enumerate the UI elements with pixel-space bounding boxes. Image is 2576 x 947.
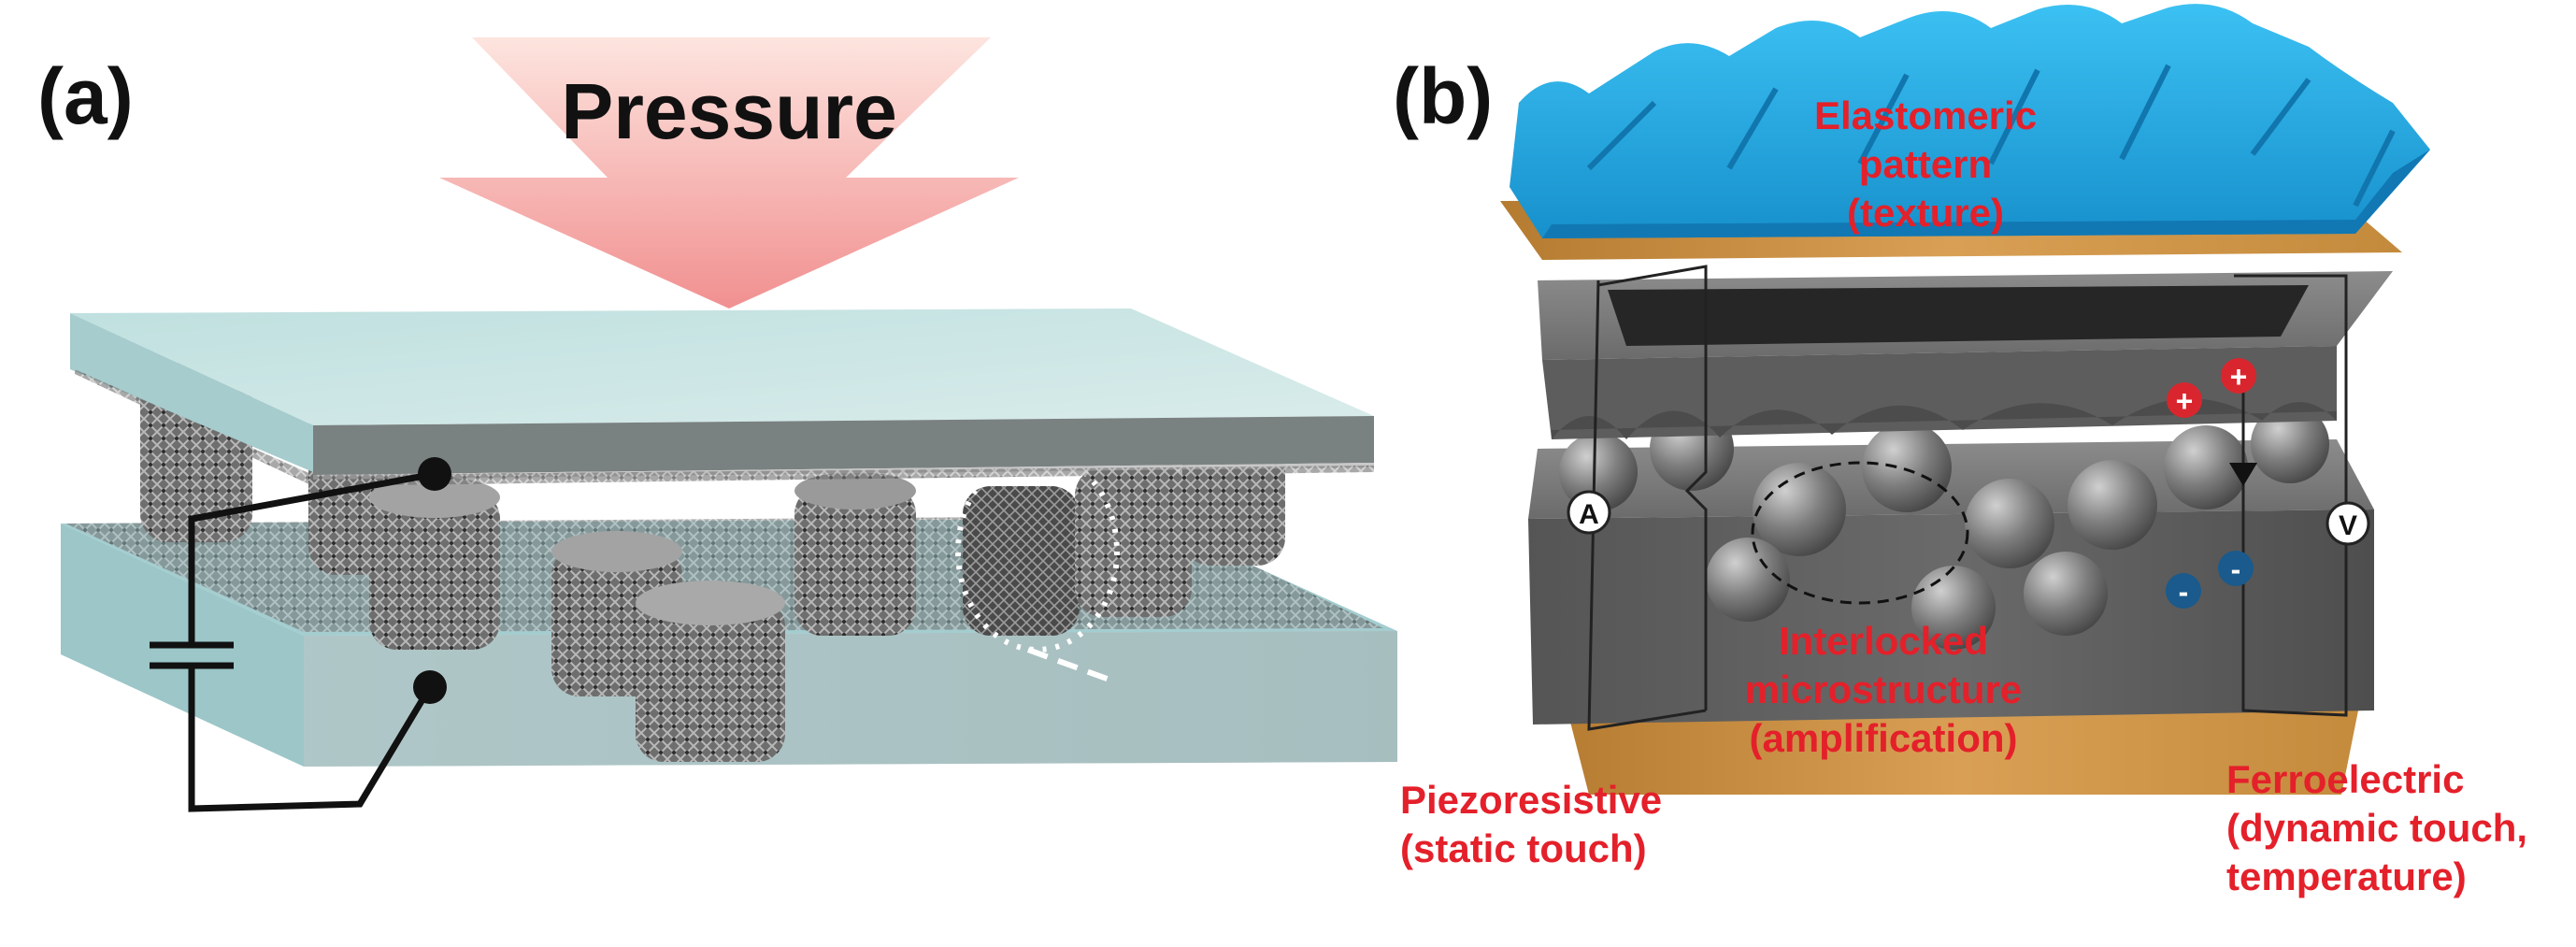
svg-text:-: -: [2179, 575, 2189, 609]
circuit: [150, 470, 436, 812]
interlocked-line-2: microstructure: [1744, 667, 2023, 711]
ferroelectric-line-2: (dynamic touch,: [2226, 806, 2528, 850]
pressure-label: Pressure: [561, 67, 897, 155]
micro-domes: [1559, 405, 2329, 650]
interlocked-microstructure-label: Interlocked microstructure (amplificatio…: [1724, 617, 2042, 763]
piezoresistive-line-2: (static touch): [1400, 826, 1647, 870]
piezoresistive-label: Piezoresistive (static touch): [1400, 776, 1662, 873]
elastomeric-pattern-line-1: Elastomeric pattern: [1813, 93, 2038, 186]
top-slab: [70, 308, 1374, 486]
ferroelectric-line-3: temperature): [2226, 854, 2467, 898]
upper-block: [1538, 271, 2393, 439]
bottom-electrode-contact: [413, 670, 447, 704]
negative-charge: -: [2218, 551, 2254, 586]
ferroelectric-line-1: Ferroelectric: [2226, 757, 2465, 801]
elastomeric-pattern-label: Elastomeric pattern (texture): [1743, 92, 2108, 237]
ferroelectric-label: Ferroelectric (dynamic touch, temperatur…: [2226, 755, 2527, 901]
svg-text:+: +: [2230, 360, 2248, 394]
panel-a: Pressure: [61, 37, 1397, 812]
panel-a-label: (a): [37, 52, 134, 140]
elastomeric-pattern-line-2: (texture): [1846, 191, 2005, 235]
interlocked-line-1: Interlocked: [1778, 619, 1989, 663]
positive-charge: +: [2167, 382, 2202, 418]
svg-text:V: V: [2339, 510, 2357, 541]
panel-b-label: (b): [1393, 52, 1494, 140]
piezoresistive-line-1: Piezoresistive: [1400, 778, 1663, 822]
field-arrow-head: [2229, 463, 2257, 486]
interlock-highlight: [1751, 461, 1969, 605]
voltmeter: V: [2326, 501, 2370, 546]
top-electrode-contact: [418, 457, 451, 491]
svg-text:A: A: [1579, 499, 1599, 530]
pressure-arrow: [439, 37, 1019, 308]
panel-b: A V + + - -: [1500, 4, 2430, 795]
ammeter: A: [1567, 490, 1611, 535]
svg-text:+: +: [2176, 384, 2194, 418]
negative-charge: -: [2166, 573, 2201, 609]
positive-charge: +: [2221, 358, 2256, 394]
svg-text:-: -: [2231, 552, 2241, 586]
elastomeric-texture: [1510, 4, 2430, 239]
interlocked-line-3: (amplification): [1749, 716, 2018, 760]
